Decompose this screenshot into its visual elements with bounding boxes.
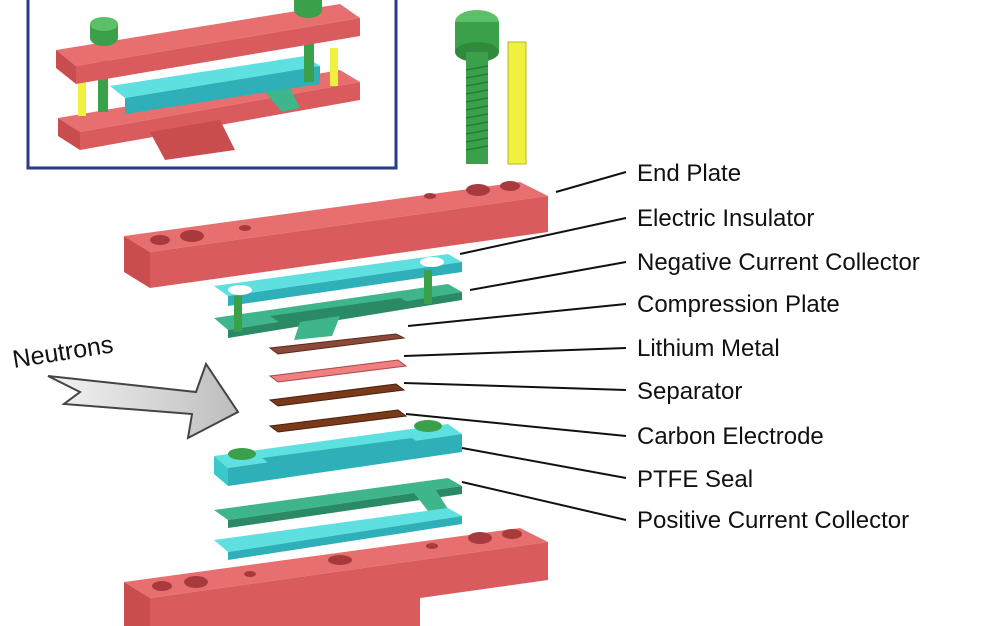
- electric-insulator: [214, 254, 462, 306]
- assembled-cell-inset: [26, 0, 398, 170]
- leader-compression-plate: [407, 303, 627, 327]
- label-ptfe-seal: PTFE Seal: [637, 466, 753, 493]
- leader-positive-current-collector: [461, 481, 627, 521]
- leader-end-plate: [555, 171, 627, 193]
- leader-ptfe-seal: [461, 447, 627, 479]
- component-labels: End Plate Electric Insulator Negative Cu…: [637, 160, 920, 534]
- label-compression-plate: Compression Plate: [637, 291, 840, 318]
- label-lithium-metal: Lithium Metal: [637, 335, 780, 362]
- leader-electric-insulator: [459, 217, 627, 255]
- leader-negative-current-collector: [469, 261, 627, 291]
- end-plate-bottom: [124, 528, 548, 626]
- leader-lines: [403, 171, 627, 521]
- lithium-metal: [268, 333, 406, 355]
- end-plate-top: [124, 181, 548, 288]
- positive-current-collector: [214, 478, 462, 560]
- ptfe-seal: [214, 420, 462, 486]
- label-positive-current-collector: Positive Current Collector: [637, 507, 909, 534]
- neutrons-label: Neutrons: [11, 330, 116, 374]
- carbon-electrode-top: [268, 383, 406, 407]
- label-separator: Separator: [637, 378, 742, 405]
- label-carbon-electrode: Carbon Electrode: [637, 423, 824, 450]
- separator: [268, 359, 408, 383]
- label-negative-current-collector: Negative Current Collector: [637, 249, 920, 276]
- neutrons-arrow: Neutrons: [11, 330, 240, 440]
- leader-separator: [403, 382, 627, 391]
- label-end-plate: End Plate: [637, 160, 741, 187]
- carbon-electrode: [268, 409, 408, 433]
- label-electric-insulator: Electric Insulator: [637, 205, 814, 232]
- leader-lithium-metal: [403, 347, 627, 357]
- leader-carbon-electrode: [405, 413, 627, 437]
- compression-plate: [270, 298, 412, 340]
- bolt-and-pin: [455, 10, 527, 165]
